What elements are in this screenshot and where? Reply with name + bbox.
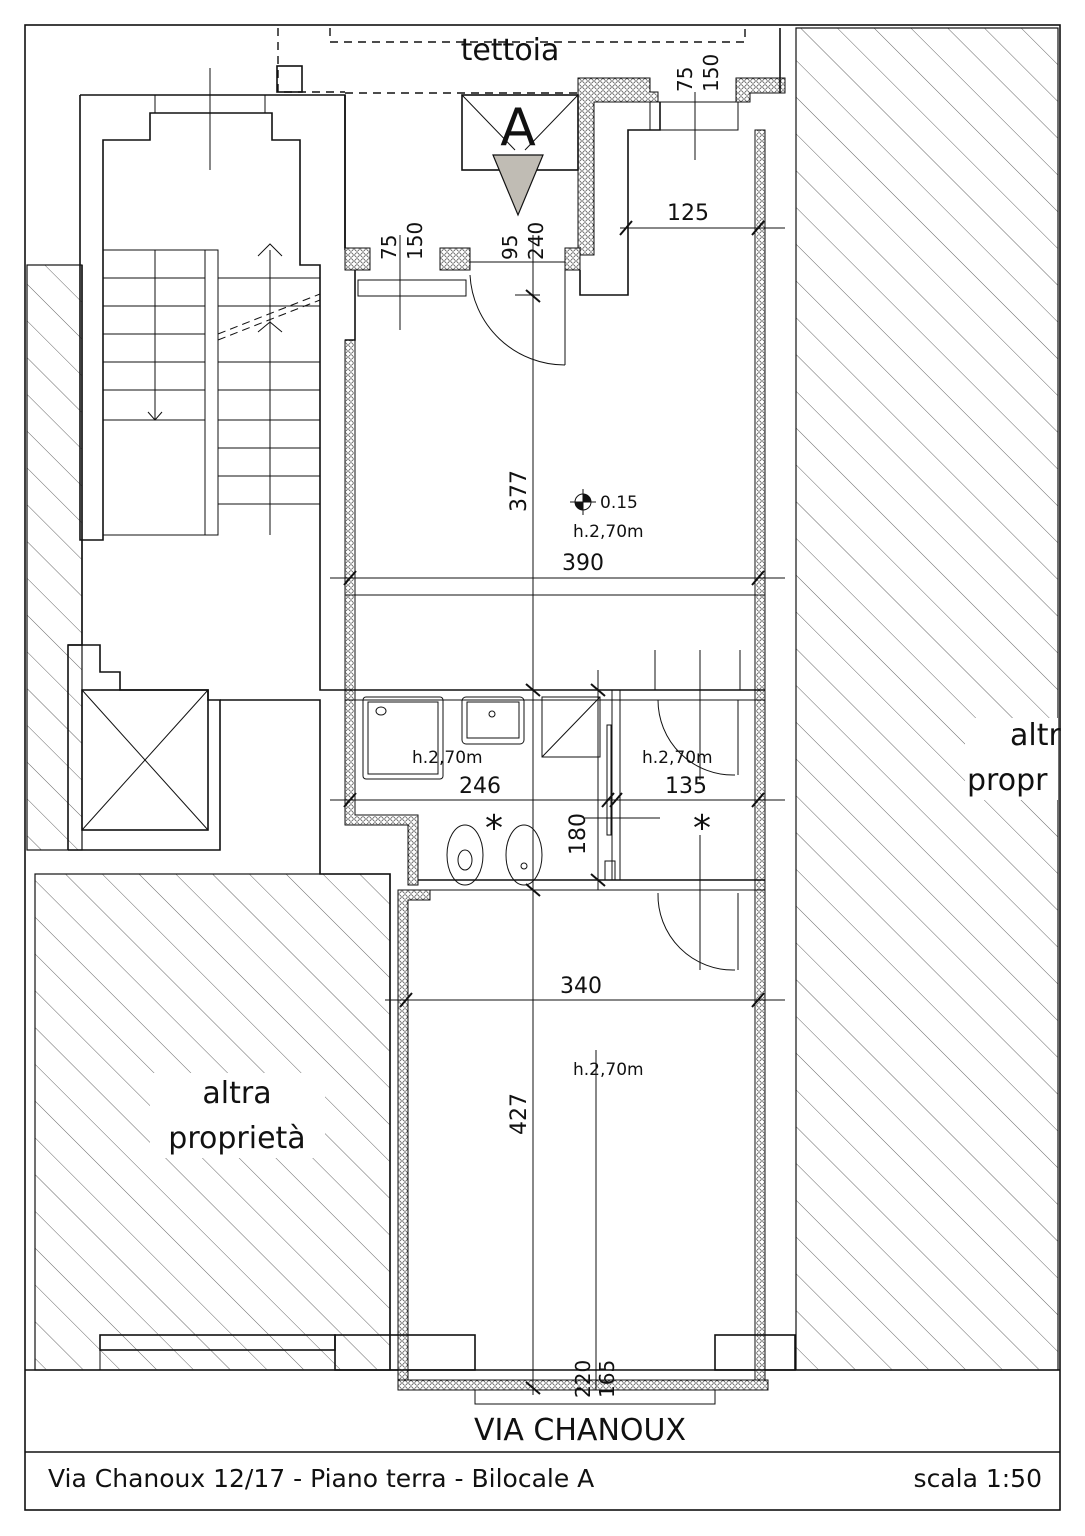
height-bath: h.2,70m	[412, 748, 483, 768]
dim-living-depth: 377	[507, 470, 532, 512]
toilet	[446, 824, 484, 886]
height-bedroom: h.2,70m	[573, 1060, 644, 1080]
level-mark-icon	[570, 489, 596, 515]
dim-window-top-left-a: 75	[377, 235, 401, 260]
dim-bath-depth: 180	[566, 813, 591, 855]
section-label: A	[500, 98, 536, 158]
canopy-outline	[277, 28, 345, 93]
drawing-frame	[24, 24, 1061, 1511]
other-property-right	[795, 27, 1059, 1371]
staircase	[79, 68, 346, 691]
other-property-left-upper	[26, 264, 83, 851]
washbasin	[461, 696, 525, 745]
dim-window-top-left-b: 150	[403, 222, 427, 260]
vent-mark-hall: *	[693, 808, 711, 849]
level-mark: 0.15	[600, 493, 638, 513]
bidet	[505, 824, 543, 886]
svg-text:propr: propr	[967, 763, 1048, 798]
dim-bath-width: 246	[459, 774, 501, 799]
height-hall: h.2,70m	[642, 748, 713, 768]
dim-window-top-right-b: 150	[699, 54, 723, 92]
dim-door-b: 240	[524, 222, 548, 260]
drawing-title: Via Chanoux 12/17 - Piano terra - Biloca…	[48, 1464, 594, 1493]
dimension-lines	[330, 92, 785, 1395]
dim-bedroom-depth: 427	[507, 1093, 532, 1135]
dim-recess-width: 125	[667, 201, 709, 226]
vent-mark-bath: *	[485, 808, 503, 849]
dim-hall-width: 135	[665, 774, 707, 799]
dim-door-a: 95	[498, 235, 522, 260]
other-property-right-label: altr propr	[965, 718, 1061, 800]
dim-window-top-right-a: 75	[673, 67, 697, 92]
lift-shaft	[68, 644, 391, 1370]
door-swings	[469, 270, 739, 971]
bathroom-fixtures	[362, 696, 616, 886]
dim-living-width: 390	[562, 551, 604, 576]
washing-machine	[541, 696, 601, 758]
dim-street-window-a: 220	[571, 1360, 595, 1398]
svg-text:altr: altr	[1010, 718, 1061, 753]
svg-text:altra: altra	[202, 1076, 271, 1111]
section-arrow-icon	[492, 154, 544, 217]
chimney	[276, 65, 303, 93]
other-property-left-label: altra proprietà	[150, 1073, 325, 1158]
drawing-scale: scala 1:50	[914, 1464, 1042, 1493]
svg-text:proprietà: proprietà	[168, 1121, 305, 1156]
dim-bedroom-width: 340	[560, 974, 602, 999]
shower-tray	[362, 696, 444, 780]
canopy-label: tettoia	[461, 33, 560, 68]
street-name: VIA CHANOUX	[474, 1413, 686, 1448]
apartment-walls	[99, 28, 796, 1405]
dim-street-window-b: 165	[595, 1360, 619, 1398]
height-living: h.2,70m	[573, 522, 644, 542]
